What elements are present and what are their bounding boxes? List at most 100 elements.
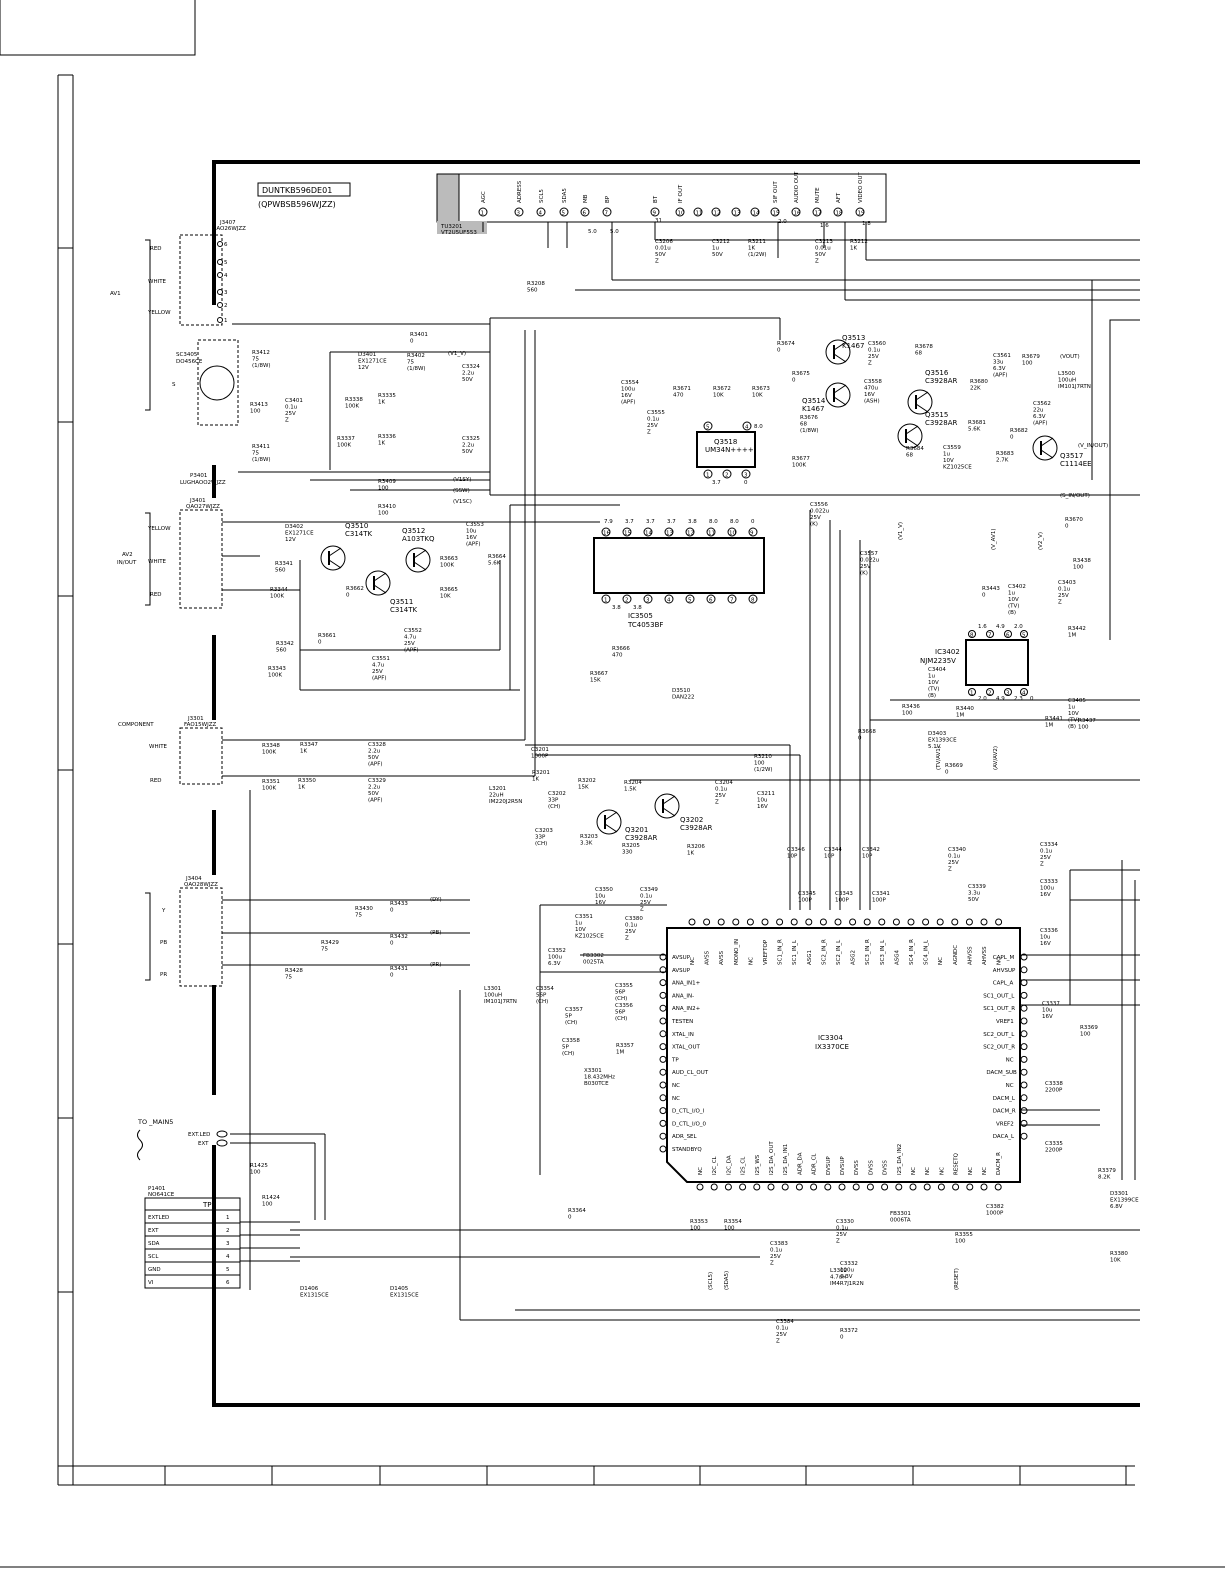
part-r3410: 100 [378, 511, 389, 517]
part-fb3301: FB3301 [890, 1211, 911, 1217]
ic3304-right-pin-label: CAPL_M [993, 955, 1015, 961]
part-r3442: R3442 [1068, 626, 1086, 632]
part-c3552: C3552 [404, 628, 422, 634]
ic3505-bottom-voltage: 3.8 [612, 605, 621, 611]
part-r3342: 560 [276, 648, 287, 654]
ic3304-right-pin [1020, 1068, 1028, 1076]
ic3505-top-pin [748, 527, 758, 537]
q3518-voltage: 8.0 [754, 424, 763, 430]
p1401-row-label: EXT [148, 1228, 159, 1234]
part-c3357: 5P [565, 1014, 572, 1020]
tuner-pin-number: 9 [653, 211, 657, 217]
part-c3383: 0.1u [770, 1248, 782, 1254]
q3518-pin-number: 4 [745, 425, 749, 431]
part-c3337: C3337 [1042, 1001, 1060, 1007]
part-r3680: 22K [970, 386, 981, 392]
part-c3383: C3383 [770, 1241, 788, 1247]
part-c3356: (CH) [615, 1016, 627, 1022]
transistor-collector [833, 341, 847, 351]
part-c3213: Z [815, 259, 819, 265]
main5-connector: TO _MAIN5 EXT.LED EXT [137, 1118, 228, 1161]
svideo-label: S [172, 382, 176, 388]
ic3402-pin [1020, 630, 1028, 638]
part-c3332: C3332 [840, 1261, 858, 1267]
av1-jack-pin-number: 2 [224, 303, 228, 309]
ic3402-pin [968, 688, 976, 696]
tuner-pin [650, 207, 660, 217]
ic3304-bottom-pin [838, 1183, 846, 1191]
ic3304-top-pin [688, 918, 696, 926]
part-c3552: 4.7u [404, 635, 416, 641]
ic3505-top-pin [685, 527, 695, 537]
ic3505-bottom-pin [664, 594, 674, 604]
ic3304-top-pin-label: AGNDC [953, 945, 959, 965]
part-r3205: 330 [622, 850, 633, 856]
part-c3402: C3402 [1008, 584, 1026, 590]
ic3304-right-pin [1020, 1094, 1028, 1102]
ic3304-bottom-pin-label: NC [939, 1167, 945, 1175]
ic3304-top-pin [863, 918, 871, 926]
part-r3410: R3410 [378, 504, 396, 510]
ic3304-top-pin [922, 918, 930, 926]
part-x3301: B030TCE [584, 1081, 609, 1087]
component-part: FAO15WJZZ [184, 722, 216, 728]
ic3505-top-pin [643, 527, 653, 537]
av1-jack-pin [217, 317, 223, 323]
part-c3560: 0.1u [868, 348, 880, 354]
signal-av-av2: (AV/AV2) [993, 746, 999, 770]
part-c3350: 10u [595, 894, 605, 900]
transistor-q3517 [1032, 435, 1058, 461]
part-c3556: 0.022u [810, 509, 829, 515]
part-r3355: R3355 [955, 1232, 973, 1238]
part-c3354: (CH) [536, 999, 548, 1005]
part-c3204: C3204 [715, 780, 733, 786]
part-r3664: 5.6K [488, 561, 501, 567]
part-r3683: R3683 [996, 451, 1014, 457]
ic3304-top-pin [936, 918, 944, 926]
ic3304-top-pin [790, 918, 798, 926]
part-r3440: R3440 [956, 706, 974, 712]
part-c3345: 100P [798, 898, 812, 904]
part-c3551: C3551 [372, 656, 390, 662]
ic3402-pin-number: 8 [970, 633, 974, 639]
q3518-pin [703, 469, 713, 479]
part-c3383: Z [770, 1261, 774, 1267]
part-c3404: (TV) [928, 687, 939, 693]
q3518-part: UM34N++++ [705, 446, 754, 454]
part-c3334: 0.1u [1040, 849, 1052, 855]
ic3402-voltage: 1.6 [978, 624, 987, 630]
part-c3340: 25V [948, 860, 959, 866]
tuner-pin [770, 207, 780, 217]
ic3304-left-pin [659, 1068, 667, 1076]
tuner-pin [514, 207, 524, 217]
part-c3201: C3201 [531, 747, 549, 753]
ic3304-bottom-pin-label: I2C_DA [726, 1155, 732, 1175]
transistor-part: C314TK [390, 606, 418, 614]
part-r3354: R3354 [724, 1219, 742, 1225]
ic3402-pin [1004, 688, 1012, 696]
transistor-ref: Q3510 [345, 522, 368, 530]
part-r3663: R3663 [440, 556, 458, 562]
ic3304-bottom-pin-label: NC [911, 1167, 917, 1175]
part-c3405: (B) [1068, 724, 1076, 730]
module-label: DUNTKB596DE01 [262, 186, 332, 195]
part-r3353: 100 [690, 1226, 701, 1232]
transistors: Q3513K1467Q3514K1467Q3516C3928ARQ3515C39… [320, 334, 1092, 842]
ic3402-pin [986, 688, 994, 696]
diode-ref: D3301 [1110, 1191, 1128, 1197]
part-c3330: C3330 [836, 1219, 854, 1225]
transistor-q3201 [596, 809, 622, 835]
part-c3380: C3380 [625, 916, 643, 922]
part-r3432: 0 [390, 941, 394, 947]
transistor-ref: Q3513 [842, 334, 865, 342]
p3401-part: LUGHAOO2WJZZ [180, 480, 226, 486]
tuner-pin [812, 207, 822, 217]
ic3402-pin [968, 630, 976, 638]
part-c3352: 100u [548, 955, 562, 961]
ic3304-top-pin [965, 918, 973, 926]
tuner-pin-number: 13 [734, 211, 741, 217]
part-c3335: C3335 [1045, 1141, 1063, 1147]
tuner-voltage: 31 [655, 218, 662, 224]
diode-voltage: 12V [358, 365, 369, 371]
